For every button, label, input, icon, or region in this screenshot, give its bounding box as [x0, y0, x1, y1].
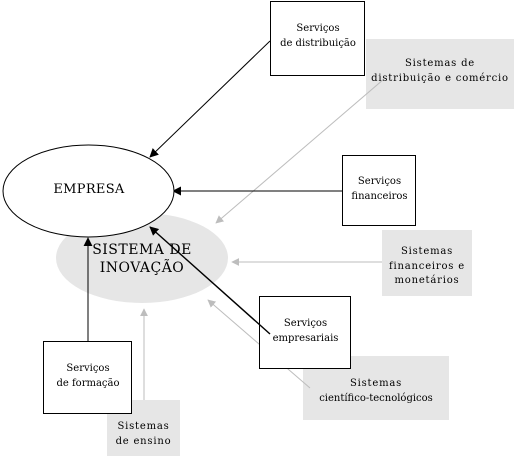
empresa-text: EMPRESA	[53, 182, 125, 197]
servicos-financeiros-line-1: Serviços	[357, 176, 402, 187]
arrow-serv-distrib-to-empresa	[149, 40, 271, 158]
servicos-formacao-line-1: Serviços	[66, 363, 110, 374]
empresa-ellipse	[2, 144, 175, 238]
servicos-empresariais-line-1: Serviços	[283, 318, 328, 329]
sistemas-distribuicao-label: Sistemas de distribuição e comércio	[366, 57, 514, 86]
sistemas-financeiros-line-1: Sistemas	[400, 246, 454, 257]
servicos-distribuicao-label: Serviços de distribuição	[271, 22, 365, 51]
sistemas-financeiros-label: Sistemas financeiros e monetários	[382, 245, 472, 289]
servicos-financeiros-box	[342, 155, 416, 226]
servicos-distribuicao-line-2: de distribuição	[280, 37, 356, 49]
sistemas-cientifico-label: Sistemas científico-tecnológicos	[303, 377, 449, 406]
servicos-financeiros-label: Serviços financeiros	[343, 175, 416, 204]
sistema-inovacao-label: SISTEMA DE INOVAÇÃO	[62, 242, 222, 277]
arrow-sist-distrib-to-sistema	[215, 78, 385, 224]
arrow-serv-empres-to-empresa	[149, 226, 271, 335]
servicos-empresariais-box	[259, 296, 351, 369]
sistemas-cientifico-line-2: científico-tecnológicos	[319, 392, 433, 404]
sistema-inovacao-line-2: INOVAÇÃO	[99, 259, 185, 276]
servicos-empresariais-label: Serviços empresariais	[260, 317, 351, 346]
sistemas-cientifico-line-1: Sistemas	[349, 378, 403, 389]
servicos-formacao-box	[43, 341, 132, 414]
servicos-empresariais-line-2: empresariais	[272, 332, 339, 344]
sistemas-distribuicao-line-2: distribuição e comércio	[371, 72, 509, 84]
servicos-distribuicao-box	[270, 1, 365, 76]
empresa-label: EMPRESA	[4, 181, 174, 200]
sistemas-financeiros-box	[382, 230, 472, 296]
sistemas-ensino-line-2: de ensino	[115, 435, 172, 447]
sistemas-distribuicao-box	[366, 39, 514, 109]
sistemas-ensino-line-1: Sistemas	[117, 421, 170, 432]
sistemas-distribuicao-line-1: Sistemas de	[405, 58, 475, 69]
sistemas-financeiros-line-2: financeiros e	[389, 260, 465, 272]
servicos-financeiros-line-2: financeiros	[351, 190, 408, 202]
sistemas-ensino-label: Sistemas de ensino	[107, 420, 180, 449]
servicos-formacao-line-2: de formação	[56, 377, 120, 389]
servicos-distribuicao-line-1: Serviços	[296, 23, 340, 34]
sistemas-financeiros-line-3: monetários	[394, 275, 460, 286]
servicos-formacao-label: Serviços de formação	[44, 362, 132, 391]
sistema-inovacao-line-1: SISTEMA DE	[92, 242, 192, 258]
